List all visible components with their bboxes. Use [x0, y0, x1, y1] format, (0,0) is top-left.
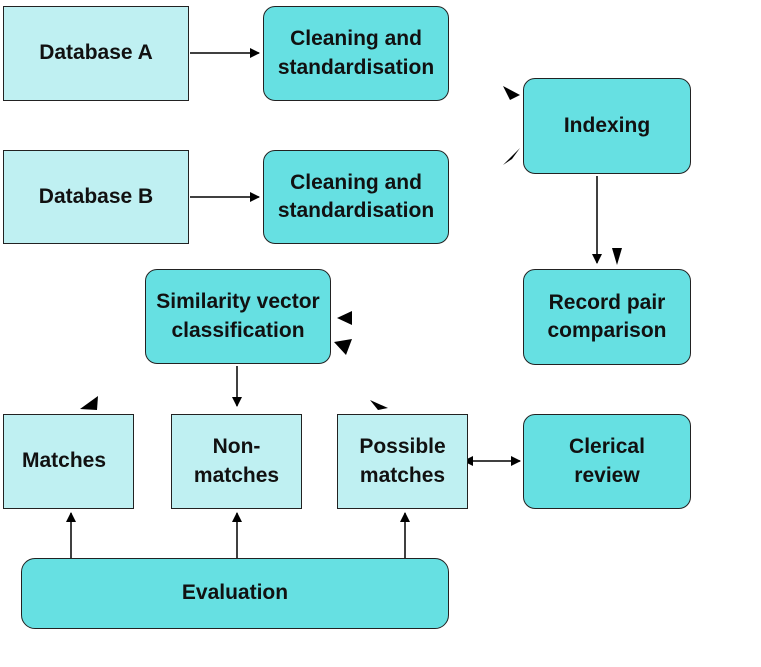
edge-cleaning-b-to-indexing-head: [503, 148, 520, 165]
node-cleaning-a-line1: Cleaning and: [290, 27, 422, 51]
node-clerical-review-line2: review: [574, 463, 640, 487]
node-clerical-review: Clerical review: [523, 414, 691, 509]
node-database-a-label: Database A: [39, 41, 153, 65]
edge-classification-to-possible-head: [370, 400, 388, 410]
node-cleaning-a: Cleaning and standardisation: [263, 6, 449, 101]
edge-record-pair-to-classification-head-2: [334, 339, 352, 355]
node-possible-matches-line2: matches: [359, 463, 446, 487]
node-database-b-label: Database B: [38, 184, 154, 208]
node-cleaning-b: Cleaning and standardisation: [263, 150, 449, 244]
node-cleaning-b-line2: standardisation: [277, 199, 435, 222]
node-matches: Matches: [3, 414, 134, 509]
node-possible-matches-line1: Possible: [359, 435, 446, 459]
node-indexing: Indexing: [523, 78, 691, 174]
node-record-pair-line1: Record pair: [548, 290, 666, 314]
node-similarity-line1: Similarity vector: [156, 290, 320, 314]
node-record-pair-comparison: Record pair comparison: [523, 269, 691, 365]
edge-indexing-to-record-pair-second-head: [612, 248, 622, 265]
node-similarity-classification: Similarity vector classification: [145, 269, 331, 364]
node-record-pair-line2: comparison: [547, 319, 667, 342]
edge-cleaning-a-to-indexing-head: [503, 86, 520, 100]
node-cleaning-a-line2: standardisation: [277, 55, 435, 79]
node-non-matches-line2: matches: [193, 463, 280, 487]
node-matches-label: Matches: [22, 449, 107, 473]
node-clerical-review-line1: Clerical: [569, 435, 645, 459]
node-non-matches: Non- matches: [171, 414, 302, 509]
node-evaluation-label: Evaluation: [181, 581, 289, 605]
node-database-b: Database B: [3, 150, 189, 244]
node-evaluation: Evaluation: [21, 558, 449, 629]
node-cleaning-b-line1: Cleaning and: [290, 170, 422, 194]
edge-classification-to-matches-head: [80, 396, 98, 410]
edge-record-pair-to-classification-head-1: [337, 311, 352, 325]
node-possible-matches: Possible matches: [337, 414, 468, 509]
node-non-matches-line1: Non-: [212, 435, 261, 459]
node-indexing-label: Indexing: [563, 113, 651, 137]
node-similarity-line2: classification: [171, 318, 305, 342]
node-database-a: Database A: [3, 6, 189, 101]
